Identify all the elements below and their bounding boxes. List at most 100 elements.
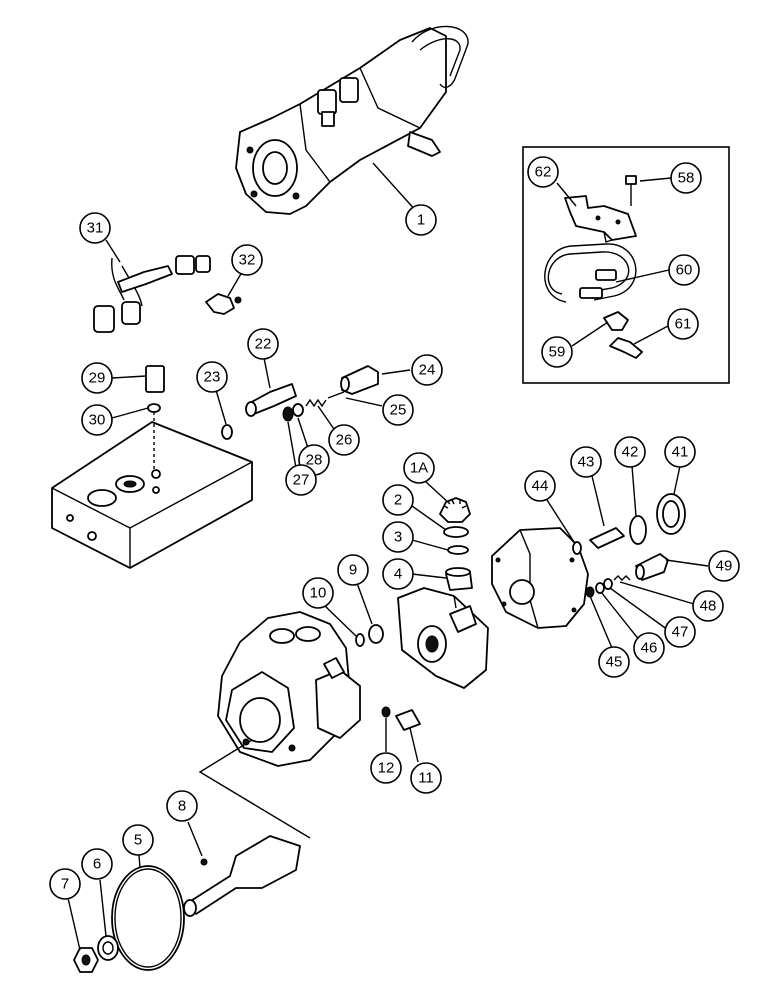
svg-text:7: 7 bbox=[61, 876, 69, 893]
callout-58: 58 bbox=[670, 162, 702, 194]
svg-text:26: 26 bbox=[336, 432, 353, 449]
washer-part-3 bbox=[447, 545, 469, 555]
svg-text:24: 24 bbox=[419, 362, 436, 379]
callout-1a: 1A bbox=[403, 452, 435, 484]
plug-part-24 bbox=[340, 365, 379, 395]
svg-text:2: 2 bbox=[394, 492, 402, 509]
svg-text:22: 22 bbox=[255, 336, 272, 353]
seal-part-45 bbox=[585, 586, 595, 598]
leader-46 bbox=[600, 591, 645, 647]
svg-text:10: 10 bbox=[310, 585, 327, 602]
leader-2 bbox=[411, 505, 447, 531]
svg-text:1A: 1A bbox=[410, 460, 428, 477]
callout-1: 1 bbox=[405, 204, 437, 236]
oring-part-23 bbox=[221, 424, 233, 440]
leader-48 bbox=[619, 581, 695, 605]
callout-24: 24 bbox=[411, 354, 443, 386]
svg-text:59: 59 bbox=[549, 344, 566, 361]
callout-48: 48 bbox=[692, 590, 724, 622]
valve-part-22 bbox=[245, 383, 297, 417]
svg-text:3: 3 bbox=[394, 529, 402, 546]
callout-44: 44 bbox=[524, 470, 556, 502]
fitting-part-29 bbox=[145, 365, 165, 393]
oring-part-42 bbox=[629, 515, 647, 545]
callout-49: 49 bbox=[708, 550, 740, 582]
seal-part-44 bbox=[572, 541, 582, 555]
seal-part-12 bbox=[381, 706, 391, 718]
callout-60: 60 bbox=[668, 254, 700, 286]
leader-60 bbox=[615, 269, 670, 283]
bracket-part-62 bbox=[564, 195, 637, 243]
assembly-line-shaft bbox=[198, 739, 311, 839]
svg-text:44: 44 bbox=[532, 478, 549, 495]
center-housing bbox=[397, 587, 489, 689]
leader-58 bbox=[639, 177, 672, 182]
svg-text:4: 4 bbox=[394, 566, 402, 583]
svg-text:11: 11 bbox=[418, 770, 434, 787]
leader-32 bbox=[227, 271, 243, 297]
fitting-part-49 bbox=[635, 553, 669, 581]
leader-26 bbox=[317, 405, 337, 433]
oring-part-10 bbox=[355, 633, 365, 647]
bearing-part-4 bbox=[445, 567, 473, 591]
callout-27: 27 bbox=[285, 464, 317, 496]
leader-7 bbox=[67, 897, 81, 951]
leader-10 bbox=[324, 605, 357, 637]
svg-text:58: 58 bbox=[678, 170, 695, 187]
svg-text:49: 49 bbox=[716, 558, 733, 575]
washer-part-6 bbox=[97, 935, 119, 961]
svg-text:25: 25 bbox=[390, 402, 407, 419]
svg-text:28: 28 bbox=[306, 452, 323, 469]
leader-45 bbox=[589, 595, 613, 649]
leader-29 bbox=[111, 375, 147, 379]
oring-part-30 bbox=[147, 403, 161, 413]
svg-text:62: 62 bbox=[535, 164, 552, 181]
leader-3 bbox=[411, 539, 449, 551]
leader-62 bbox=[556, 182, 577, 207]
leader-47 bbox=[609, 587, 669, 631]
svg-text:12: 12 bbox=[378, 760, 395, 777]
leader-49 bbox=[665, 559, 709, 567]
bolt-part-58 bbox=[625, 175, 637, 206]
callout-25: 25 bbox=[382, 394, 414, 426]
callout-10: 10 bbox=[302, 577, 334, 609]
leader-9 bbox=[356, 582, 373, 625]
ring-part-2 bbox=[443, 526, 469, 538]
leader-41 bbox=[673, 465, 681, 495]
leader-1a bbox=[425, 481, 451, 505]
leader-25 bbox=[345, 397, 383, 407]
oring-part-5 bbox=[111, 865, 185, 971]
callout-61: 61 bbox=[667, 308, 699, 340]
callout-29: 29 bbox=[81, 362, 113, 394]
svg-text:1: 1 bbox=[417, 212, 425, 229]
valve-block-housing bbox=[51, 421, 253, 569]
leader-8 bbox=[187, 821, 203, 857]
svg-text:31: 31 bbox=[87, 220, 104, 237]
svg-text:42: 42 bbox=[622, 444, 639, 461]
svg-text:5: 5 bbox=[134, 832, 142, 849]
shaft-part-8 bbox=[183, 835, 301, 917]
svg-text:23: 23 bbox=[204, 369, 221, 386]
leader-30 bbox=[111, 407, 149, 419]
svg-text:30: 30 bbox=[89, 412, 106, 429]
callout-6: 6 bbox=[81, 848, 113, 880]
callout-11: 11 bbox=[410, 762, 442, 794]
leader-42 bbox=[631, 465, 637, 517]
svg-text:29: 29 bbox=[89, 370, 106, 387]
svg-text:6: 6 bbox=[93, 856, 101, 873]
rear-cover-housing bbox=[491, 527, 589, 629]
callout-26: 26 bbox=[328, 424, 360, 456]
svg-text:27: 27 bbox=[293, 472, 310, 489]
leader-27 bbox=[287, 421, 297, 469]
callout-9: 9 bbox=[337, 554, 369, 586]
callout-31: 31 bbox=[79, 212, 111, 244]
leader-1 bbox=[372, 162, 418, 213]
ring-part-28 bbox=[292, 403, 304, 417]
callout-7: 7 bbox=[49, 868, 81, 900]
leader-59 bbox=[571, 321, 609, 347]
front-housing bbox=[217, 611, 361, 767]
sleeve-part-43 bbox=[589, 527, 625, 549]
svg-text:61: 61 bbox=[675, 316, 692, 333]
wiring-harness-part-31 bbox=[93, 255, 211, 333]
